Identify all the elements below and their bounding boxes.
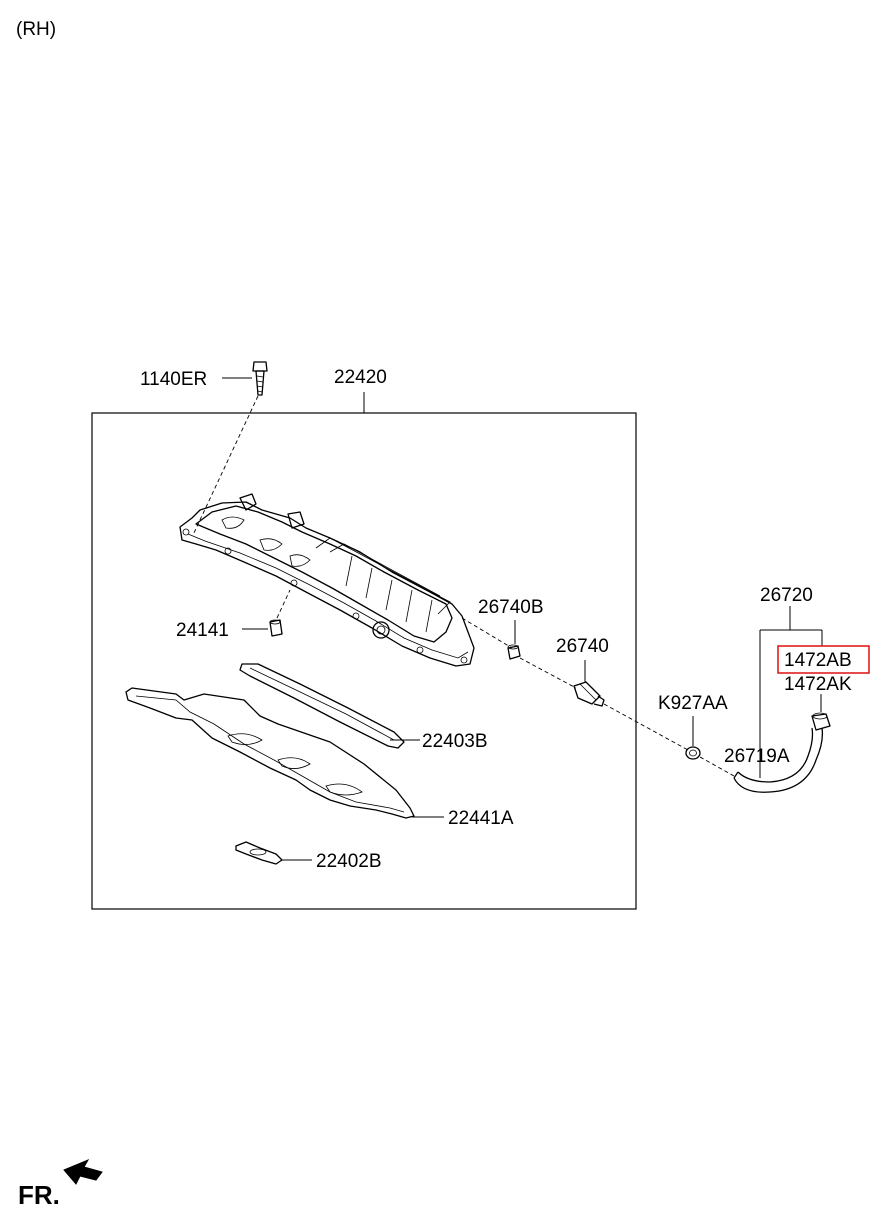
bolt-axis-line <box>192 395 259 536</box>
label-small-gasket: 24141 <box>176 620 229 641</box>
pcv-axis-line-3 <box>603 703 689 751</box>
front-label: FR. <box>18 1180 60 1210</box>
clamp-part[interactable] <box>685 746 701 760</box>
label-gasket-c: 22402B <box>316 851 382 872</box>
label-gasket-b: 22403B <box>422 731 488 752</box>
hose-assembly-bracket <box>759 606 823 778</box>
label-gasket-a: 22441A <box>448 808 514 829</box>
label-hose-clamp-a[interactable]: 1472AB <box>784 650 852 671</box>
view-label: (RH) <box>16 19 56 40</box>
pcv-axis-line-2 <box>519 657 577 689</box>
label-cover-assembly: 22420 <box>334 367 387 388</box>
gasket-b-part[interactable] <box>239 663 405 749</box>
rocker-cover-part[interactable] <box>179 493 475 667</box>
small-gasket-axis-line <box>276 589 291 619</box>
highlight-box <box>777 645 870 674</box>
plug-part[interactable] <box>507 644 521 660</box>
label-pcv-valve: 26740 <box>556 636 609 657</box>
gasket-a-part[interactable] <box>125 687 415 819</box>
label-plug: 26740B <box>478 597 544 618</box>
pcv-axis-line-1 <box>461 617 513 649</box>
assembly-frame <box>91 412 637 910</box>
hose-part[interactable] <box>733 727 824 793</box>
hose-clamp-part[interactable] <box>811 712 831 731</box>
pcv-valve-part[interactable] <box>573 681 605 707</box>
small-gasket-part[interactable] <box>269 619 283 637</box>
label-hose: 26719A <box>724 746 790 767</box>
front-arrow-icon <box>63 1158 103 1185</box>
label-hose-clamp-b: 1472AK <box>784 674 852 695</box>
bolt-part[interactable] <box>252 361 268 396</box>
gasket-c-part[interactable] <box>235 841 283 865</box>
label-bolt: 1140ER <box>140 369 207 390</box>
label-hose-assembly: 26720 <box>760 585 813 606</box>
label-clamp: K927AA <box>658 693 728 714</box>
